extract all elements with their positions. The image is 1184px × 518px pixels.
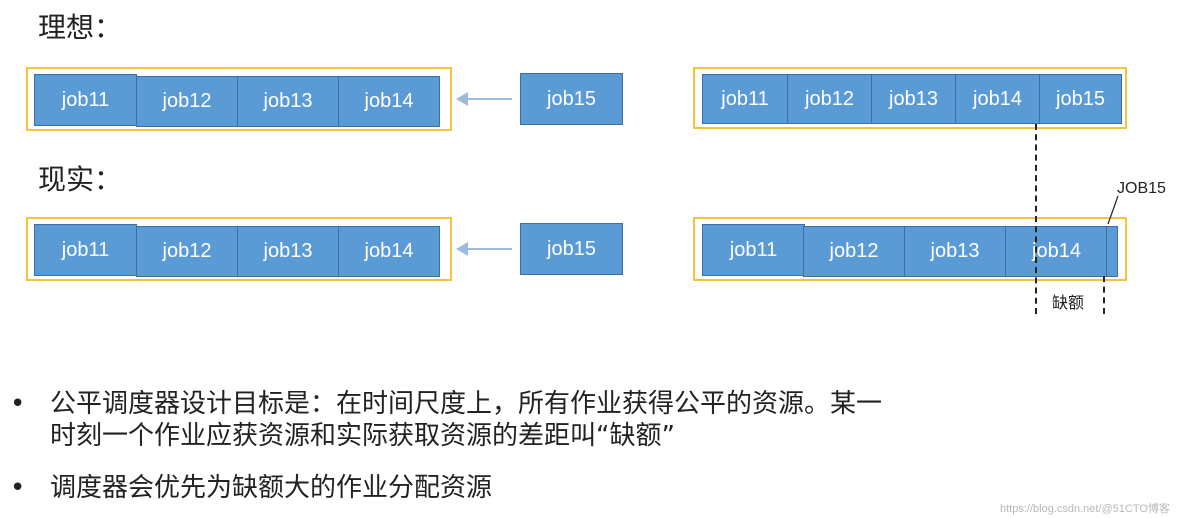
- reality-left-frame: job11 job12 job13 job14: [26, 217, 452, 281]
- ideal-left-job-14: job14: [338, 76, 440, 127]
- heading-ideal: 理想：: [38, 11, 123, 44]
- reality-right-job-15-sliver: [1106, 226, 1118, 277]
- reality-right-frame: job11 job12 job13 job14: [693, 217, 1127, 281]
- reality-right-job-13: job13: [904, 226, 1006, 277]
- reality-right-job-11: job11: [702, 224, 805, 276]
- bullet-dot: •: [10, 473, 26, 503]
- reality-right-job-14: job14: [1005, 226, 1108, 277]
- job15-callout-label: JOB15: [1117, 180, 1166, 197]
- ideal-right-frame: job11 job12 job13 job14 job15: [693, 67, 1127, 129]
- ideal-right-job-11: job11: [702, 74, 788, 124]
- ideal-right-job-12: job12: [787, 74, 872, 124]
- bullet-item-2: • 调度器会优先为缺额大的作业分配资源: [10, 473, 1170, 505]
- ideal-right-job-15: job15: [1039, 74, 1122, 124]
- ideal-left-job-13: job13: [237, 76, 339, 127]
- reality-left-job-13: job13: [237, 226, 339, 277]
- reality-left-job-11: job11: [34, 224, 137, 276]
- reality-left-job-14: job14: [338, 226, 440, 277]
- ideal-left-job-11: job11: [34, 74, 137, 126]
- heading-reality: 现实：: [38, 163, 123, 196]
- bullet-2-line-1: 调度器会优先为缺额大的作业分配资源: [50, 473, 493, 503]
- ideal-left-frame: job11 job12 job13 job14: [26, 67, 452, 131]
- reality-right-job-12: job12: [803, 226, 905, 277]
- ideal-right-job-14: job14: [955, 74, 1040, 124]
- deficit-right-guide: [1103, 276, 1105, 314]
- bullet-1-line-1: 公平调度器设计目标是：在时间尺度上，所有作业获得公平的资源。某一: [50, 389, 883, 419]
- deficit-left-guide: [1035, 124, 1037, 314]
- ideal-incoming-job-15: job15: [520, 73, 623, 125]
- reality-left-job-12: job12: [136, 226, 238, 277]
- ideal-arrow-line: [466, 98, 512, 100]
- deficit-label: 缺额: [1052, 295, 1085, 312]
- ideal-right-job-13: job13: [871, 74, 956, 124]
- job15-callout-leader: [1107, 195, 1119, 225]
- ideal-arrow-head: [456, 92, 468, 106]
- reality-arrow-line: [466, 248, 512, 250]
- bullet-item-1: • 公平调度器设计目标是：在时间尺度上，所有作业获得公平的资源。某一 时刻一个作…: [10, 389, 1170, 451]
- reality-incoming-job-15: job15: [520, 223, 623, 275]
- ideal-left-job-12: job12: [136, 76, 238, 127]
- reality-arrow-head: [456, 242, 468, 256]
- watermark: https://blog.csdn.net/@51CTO博客: [1000, 503, 1170, 515]
- bullet-1-line-2: 时刻一个作业应获资源和实际获取资源的差距叫“缺额”: [50, 421, 675, 451]
- bullet-dot: •: [10, 389, 26, 419]
